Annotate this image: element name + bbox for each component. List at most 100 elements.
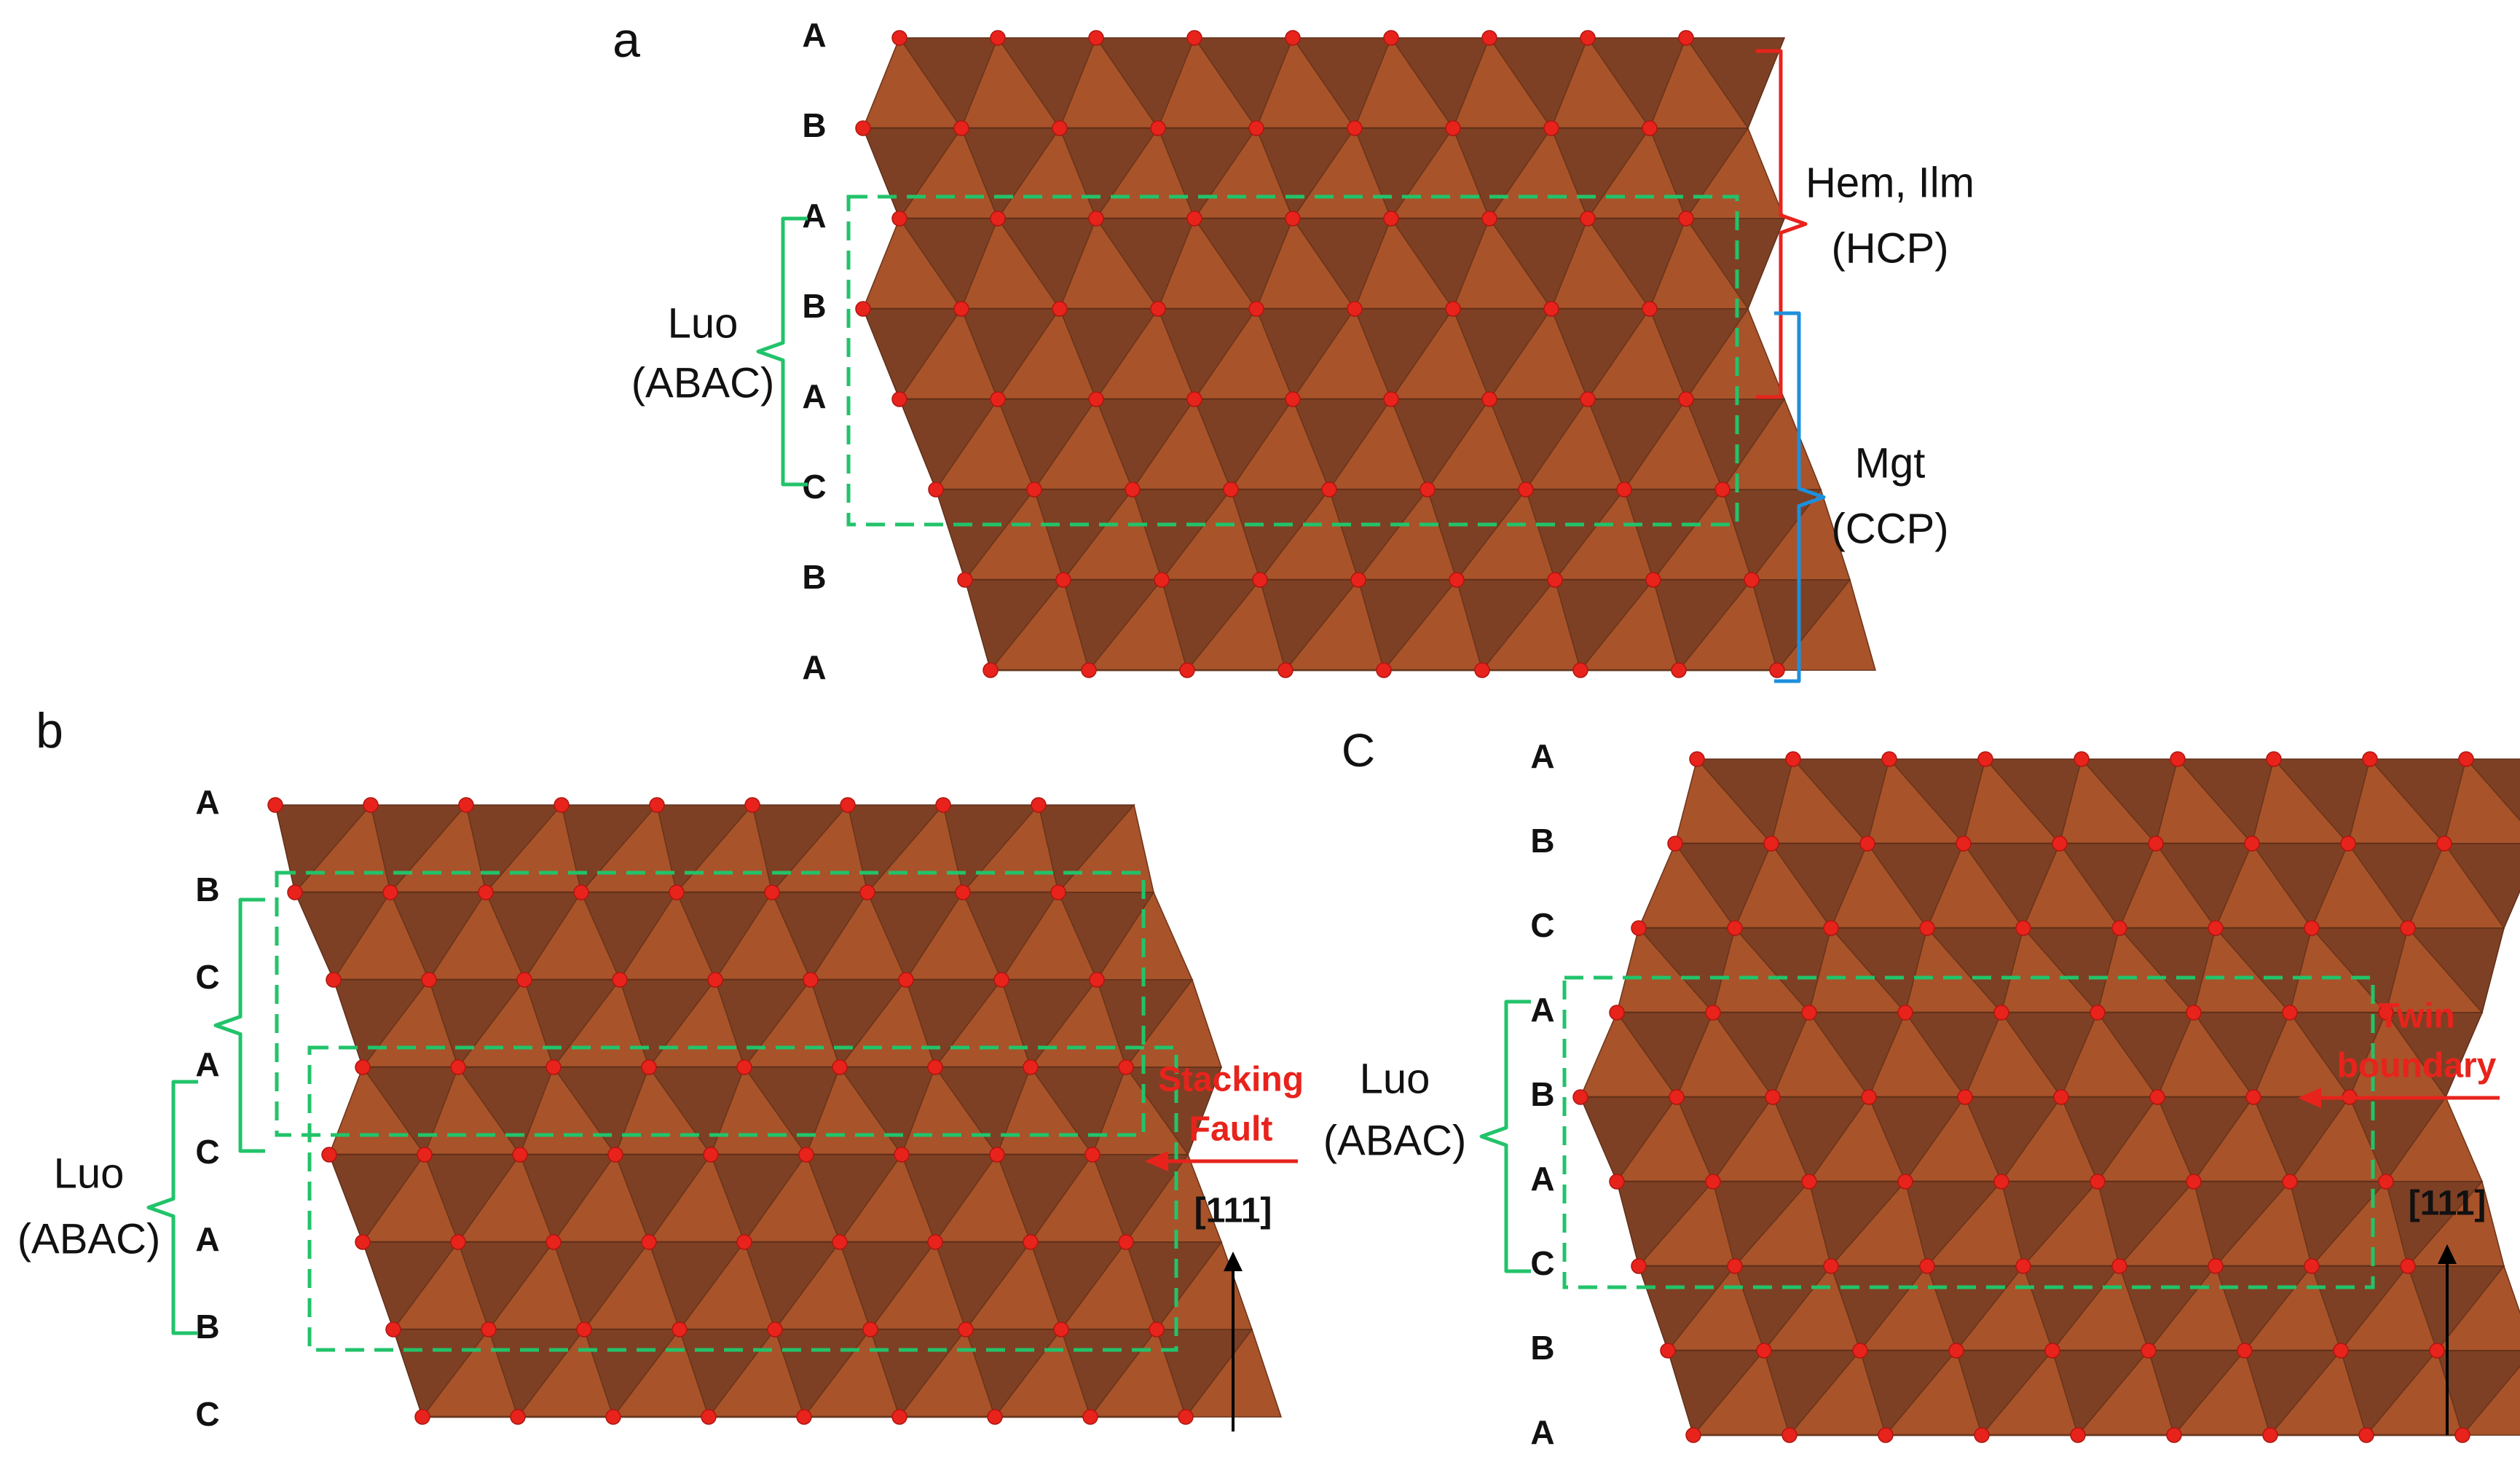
oxygen-atom bbox=[2186, 1005, 2202, 1021]
oxygen-atom bbox=[990, 391, 1006, 407]
oxygen-atom bbox=[573, 884, 589, 900]
layer-label: A bbox=[1530, 991, 1554, 1029]
oxygen-atom bbox=[803, 972, 819, 988]
oxygen-atom bbox=[672, 1321, 688, 1338]
oxygen-atom bbox=[898, 972, 914, 988]
oxygen-atom bbox=[736, 1234, 752, 1250]
oxygen-atom bbox=[2378, 1174, 2394, 1190]
oxygen-atom bbox=[458, 797, 474, 813]
oxygen-atom bbox=[2282, 1005, 2298, 1021]
oxygen-atom bbox=[1285, 30, 1301, 46]
oxygen-atom bbox=[450, 1059, 466, 1075]
oxygen-atom bbox=[2148, 836, 2164, 852]
oxygen-atom bbox=[928, 482, 944, 498]
luo-sequence: (ABAC) bbox=[17, 1215, 161, 1262]
oxygen-atom bbox=[1878, 1427, 1894, 1443]
oxygen-atom bbox=[1026, 482, 1042, 498]
oxygen-atom bbox=[1383, 211, 1399, 227]
luo-bracket bbox=[1479, 999, 1531, 1273]
oxygen-atom bbox=[1669, 1089, 1685, 1105]
oxygen-atom bbox=[1580, 211, 1596, 227]
oxygen-atom bbox=[1678, 391, 1694, 407]
oxygen-atom bbox=[1089, 972, 1105, 988]
oxygen-atom bbox=[1609, 1174, 1625, 1190]
oxygen-atom bbox=[1769, 662, 1785, 678]
oxygen-atom bbox=[953, 120, 969, 136]
oxygen-atom bbox=[1580, 391, 1596, 407]
oxygen-atom bbox=[1449, 572, 1465, 588]
oxygen-atom bbox=[1383, 30, 1399, 46]
oxygen-atom bbox=[798, 1147, 814, 1163]
oxygen-atom bbox=[641, 1059, 657, 1075]
oxygen-atom bbox=[2245, 1089, 2261, 1105]
oxygen-atom bbox=[1781, 1427, 1798, 1443]
oxygen-atom bbox=[2141, 1343, 2157, 1359]
crystal-stack bbox=[267, 797, 1283, 1425]
oxygen-atom bbox=[1801, 1174, 1817, 1190]
oxygen-atom bbox=[1149, 1321, 1165, 1338]
oxygen-atom bbox=[2400, 1258, 2416, 1274]
luo-name: Luo bbox=[1360, 1055, 1430, 1102]
layer-label: A bbox=[802, 16, 826, 54]
oxygen-atom bbox=[1977, 751, 1993, 767]
oxygen-atom bbox=[707, 972, 723, 988]
layer-label: B bbox=[1530, 1329, 1554, 1367]
oxygen-atom bbox=[796, 1409, 812, 1425]
layer-label: C bbox=[1530, 906, 1554, 944]
oxygen-atom bbox=[1088, 391, 1104, 407]
oxygen-atom bbox=[2282, 1174, 2298, 1190]
oxygen-atom bbox=[2378, 1005, 2394, 1021]
oxygen-atom bbox=[1125, 482, 1141, 498]
oxygen-atom bbox=[2262, 1427, 2278, 1443]
oxygen-atom bbox=[1186, 30, 1202, 46]
oxygen-atom bbox=[855, 120, 871, 136]
oxygen-atom bbox=[1118, 1059, 1134, 1075]
luo-bracket-upper bbox=[213, 898, 265, 1153]
oxygen-atom bbox=[516, 972, 532, 988]
oxygen-atom bbox=[736, 1059, 752, 1075]
layer-label: A bbox=[802, 377, 826, 415]
oxygen-atom bbox=[554, 797, 570, 813]
oxygen-atom bbox=[2015, 1258, 2031, 1274]
luo-sequence: (ABAC) bbox=[631, 359, 775, 406]
oxygen-atom bbox=[1727, 1258, 1743, 1274]
oxygen-atom bbox=[989, 1147, 1005, 1163]
oxygen-atom bbox=[927, 1059, 943, 1075]
stacking-fault-label: Fault bbox=[1189, 1110, 1273, 1149]
panel-label: C bbox=[1342, 724, 1375, 777]
layer-label: A bbox=[1530, 1160, 1554, 1198]
oxygen-atom bbox=[1660, 1343, 1676, 1359]
oxygen-atom bbox=[955, 884, 971, 900]
oxygen-atom bbox=[703, 1147, 719, 1163]
oxygen-atom bbox=[1052, 301, 1068, 317]
oxygen-atom bbox=[764, 884, 780, 900]
oxygen-atom bbox=[927, 1234, 943, 1250]
oxygen-atom bbox=[832, 1059, 848, 1075]
oxygen-atom bbox=[1956, 836, 1972, 852]
oxygen-atom bbox=[1481, 391, 1497, 407]
hcp-name: Hem, Ilm bbox=[1806, 159, 1974, 206]
oxygen-atom bbox=[546, 1059, 562, 1075]
layer-label: A bbox=[1530, 737, 1554, 775]
oxygen-atom bbox=[1154, 572, 1170, 588]
oxygen-atom bbox=[1993, 1174, 2009, 1190]
oxygen-atom bbox=[701, 1409, 717, 1425]
oxygen-atom bbox=[2333, 1343, 2349, 1359]
layer-label: B bbox=[802, 106, 826, 144]
oxygen-atom bbox=[2304, 920, 2320, 936]
oxygen-atom bbox=[1481, 211, 1497, 227]
oxygen-atom bbox=[1088, 211, 1104, 227]
oxygen-atom bbox=[2208, 1258, 2224, 1274]
hcp-type: (HCP) bbox=[1831, 224, 1948, 272]
oxygen-atom bbox=[2090, 1005, 2106, 1021]
oxygen-atom bbox=[2090, 1174, 2106, 1190]
layer-label: A bbox=[802, 197, 826, 235]
layer-label: B bbox=[1530, 822, 1554, 860]
oxygen-atom bbox=[1420, 482, 1436, 498]
oxygen-atom bbox=[2429, 1343, 2445, 1359]
oxygen-atom bbox=[859, 884, 875, 900]
oxygen-atom bbox=[1645, 572, 1661, 588]
